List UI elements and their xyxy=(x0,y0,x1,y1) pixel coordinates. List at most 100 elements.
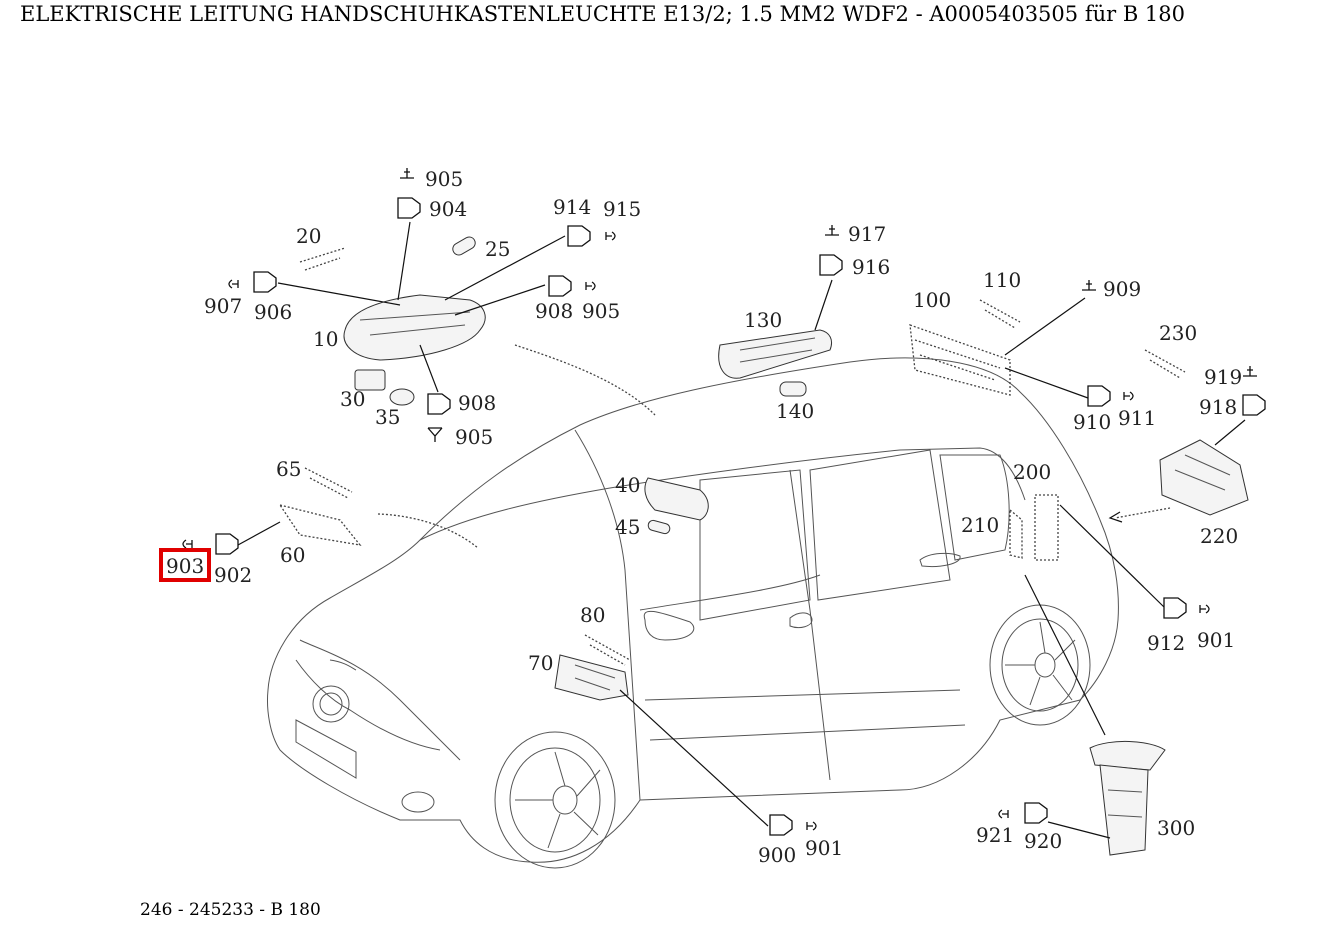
connector-housing-icon xyxy=(253,271,277,293)
connector-housing-icon xyxy=(769,814,793,836)
callout-40[interactable]: 40 xyxy=(615,473,640,497)
connector-housing-icon xyxy=(1024,802,1048,824)
connector-pin-icon xyxy=(998,809,1009,819)
part-110 xyxy=(979,299,1021,329)
overhead-control-panel xyxy=(343,294,486,361)
part-60 xyxy=(278,503,362,546)
part-65 xyxy=(304,467,353,499)
bulb-35 xyxy=(389,388,415,406)
bulb-45 xyxy=(647,519,671,535)
callout-905[interactable]: 905 xyxy=(425,167,463,191)
callout-920[interactable]: 920 xyxy=(1024,829,1062,853)
page-title: ELEKTRISCHE LEITUNG HANDSCHUHKASTENLEUCH… xyxy=(20,2,1186,26)
callout-25[interactable]: 25 xyxy=(485,237,510,261)
connector-housing-icon xyxy=(567,225,591,247)
contact-terminal-icon xyxy=(1081,279,1097,291)
callout-901[interactable]: 901 xyxy=(1197,628,1235,652)
callout-labels: 905 904 914 915 20 25 907 906 908 905 10… xyxy=(166,167,1242,867)
callout-70[interactable]: 70 xyxy=(528,651,553,675)
connector-housing-icon xyxy=(397,197,421,219)
connector-pin-icon xyxy=(1199,604,1210,614)
callout-20[interactable]: 20 xyxy=(296,224,321,248)
callout-80[interactable]: 80 xyxy=(580,603,605,627)
connector-housing-icon xyxy=(1163,597,1187,619)
car-body-outline xyxy=(267,357,1119,869)
callout-110[interactable]: 110 xyxy=(983,268,1021,292)
selected-callout-highlight xyxy=(159,548,211,582)
callout-908[interactable]: 908 xyxy=(535,299,573,323)
callout-60[interactable]: 60 xyxy=(280,543,305,567)
connector-housing-icon xyxy=(819,254,843,276)
socket-300 xyxy=(1089,740,1166,856)
connector-pin-icon xyxy=(585,281,596,291)
lamp-bulb-140 xyxy=(779,381,807,397)
callout-902[interactable]: 902 xyxy=(214,563,252,587)
glovebox-switch-200-210 xyxy=(1009,494,1059,561)
callout-905[interactable]: 905 xyxy=(582,299,620,323)
contact-terminal-icon xyxy=(427,427,443,443)
contact-terminal-icon xyxy=(824,224,840,236)
connector-symbols xyxy=(182,167,1266,836)
part-230 xyxy=(1144,349,1186,379)
callout-918[interactable]: 918 xyxy=(1199,395,1237,419)
connector-housing-icon xyxy=(1242,394,1266,416)
callout-904[interactable]: 904 xyxy=(429,197,467,221)
callout-100[interactable]: 100 xyxy=(913,288,951,312)
wiring-trace-front xyxy=(377,513,479,549)
connector-pin-icon xyxy=(806,821,817,831)
contact-terminal-icon xyxy=(399,167,415,179)
callout-220[interactable]: 220 xyxy=(1200,524,1238,548)
part-20 xyxy=(299,247,346,271)
callout-905[interactable]: 905 xyxy=(455,425,493,449)
leader-lines xyxy=(237,221,1246,839)
callout-917[interactable]: 917 xyxy=(848,222,886,246)
callout-908[interactable]: 908 xyxy=(458,391,496,415)
rear-light-assembly-100 xyxy=(909,324,1011,396)
callout-900[interactable]: 900 xyxy=(758,843,796,867)
connector-housing-icon xyxy=(427,393,451,415)
callout-200[interactable]: 200 xyxy=(1013,460,1051,484)
callout-35[interactable]: 35 xyxy=(375,405,400,429)
callout-300[interactable]: 300 xyxy=(1157,816,1195,840)
callout-10[interactable]: 10 xyxy=(313,327,338,351)
wiring-trace-roof xyxy=(514,344,656,416)
connector-pin-icon xyxy=(605,231,616,241)
callout-210[interactable]: 210 xyxy=(961,513,999,537)
part-80 xyxy=(584,634,631,666)
connector-housing-icon xyxy=(215,533,239,555)
callout-921[interactable]: 921 xyxy=(976,823,1014,847)
connector-pin-icon xyxy=(182,539,193,549)
callout-901[interactable]: 901 xyxy=(805,836,843,860)
callout-230[interactable]: 230 xyxy=(1159,321,1197,345)
bulb-25 xyxy=(452,236,476,256)
callout-130[interactable]: 130 xyxy=(744,308,782,332)
contact-terminal-icon xyxy=(1242,365,1258,377)
glovebox-lamp-70 xyxy=(554,654,629,701)
diagram-reference: 246 - 245233 - B 180 xyxy=(140,900,321,920)
switch-30 xyxy=(354,369,386,391)
callout-910[interactable]: 910 xyxy=(1073,410,1111,434)
rear-reading-lamp xyxy=(718,329,833,379)
callout-906[interactable]: 906 xyxy=(254,300,292,324)
callout-911[interactable]: 911 xyxy=(1118,406,1156,430)
callout-30[interactable]: 30 xyxy=(340,387,365,411)
callout-909[interactable]: 909 xyxy=(1103,277,1141,301)
callout-915[interactable]: 915 xyxy=(603,197,641,221)
callout-916[interactable]: 916 xyxy=(852,255,890,279)
callout-45[interactable]: 45 xyxy=(615,515,640,539)
callout-65[interactable]: 65 xyxy=(276,457,301,481)
callout-907[interactable]: 907 xyxy=(204,294,242,318)
interior-lamp-40 xyxy=(644,477,709,521)
callout-914[interactable]: 914 xyxy=(553,195,591,219)
callout-903[interactable]: 903 xyxy=(166,554,204,578)
connector-pin-icon xyxy=(228,279,239,289)
callout-919[interactable]: 919 xyxy=(1204,365,1242,389)
connector-pin-icon xyxy=(1123,391,1134,401)
callout-140[interactable]: 140 xyxy=(776,399,814,423)
connector-housing-icon xyxy=(548,275,572,297)
glovebox-lamp-220 xyxy=(1108,439,1249,523)
connector-housing-icon xyxy=(1087,385,1111,407)
callout-912[interactable]: 912 xyxy=(1147,631,1185,655)
